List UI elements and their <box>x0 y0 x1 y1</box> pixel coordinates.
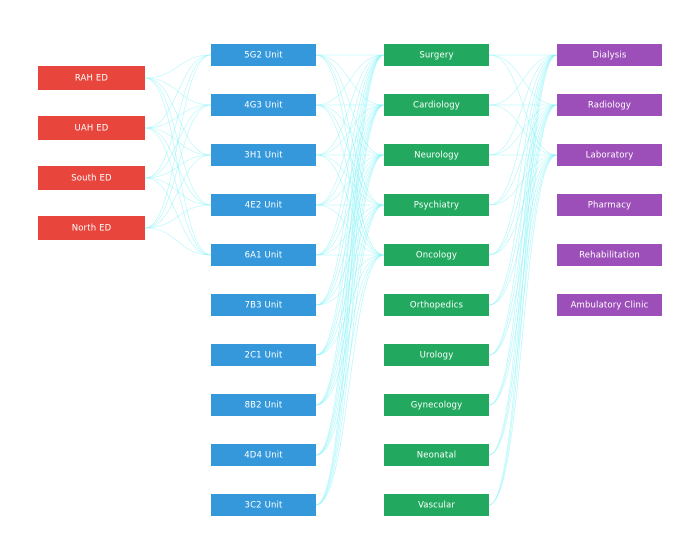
sankey-link[interactable] <box>315 54 385 156</box>
sankey-node-3c2[interactable]: 3C2 Unit <box>211 494 316 516</box>
sankey-link[interactable] <box>144 104 212 229</box>
sankey-link[interactable] <box>315 54 385 306</box>
sankey-link[interactable] <box>315 54 385 106</box>
sankey-node-south-ed[interactable]: South ED <box>38 166 145 190</box>
node-rect-3c2[interactable] <box>211 494 316 516</box>
sankey-node-radiology[interactable]: Radiology <box>557 94 662 116</box>
node-rect-6a1[interactable] <box>211 244 316 266</box>
sankey-link[interactable] <box>488 54 558 206</box>
node-rect-4e2[interactable] <box>211 194 316 216</box>
sankey-link[interactable] <box>144 54 212 129</box>
node-rect-8b2[interactable] <box>211 394 316 416</box>
sankey-node-dialysis[interactable]: Dialysis <box>557 44 662 66</box>
sankey-link[interactable] <box>488 54 558 306</box>
sankey-node-north-ed[interactable]: North ED <box>38 216 145 240</box>
node-rect-2c1[interactable] <box>211 344 316 366</box>
sankey-column-ancillary-services: DialysisRadiologyLaboratoryPharmacyRehab… <box>557 44 662 316</box>
sankey-link[interactable] <box>315 104 385 506</box>
node-rect-oncology[interactable] <box>384 244 489 266</box>
sankey-link[interactable] <box>488 54 558 456</box>
node-rect-orthopedics[interactable] <box>384 294 489 316</box>
sankey-column-inpatient-units: 5G2 Unit 4G3 Unit 3H1 Unit 4E2 Unit 6A1 Unit… <box>211 44 316 516</box>
sankey-node-gynecology[interactable]: Gynecology <box>384 394 489 416</box>
sankey-link[interactable] <box>315 154 385 506</box>
sankey-node-urology[interactable]: Urology <box>384 344 489 366</box>
node-rect-north-ed[interactable] <box>38 216 145 240</box>
sankey-link[interactable] <box>488 154 558 506</box>
node-rect-rehabilitation[interactable] <box>557 244 662 266</box>
node-rect-cardiology[interactable] <box>384 94 489 116</box>
sankey-node-psychiatry[interactable]: Psychiatry <box>384 194 489 216</box>
sankey-link[interactable] <box>488 54 558 506</box>
node-rect-laboratory[interactable] <box>557 144 662 166</box>
sankey-link[interactable] <box>315 54 385 506</box>
node-rect-ambulatory-clinic[interactable] <box>557 294 662 316</box>
sankey-node-pharmacy[interactable]: Pharmacy <box>557 194 662 216</box>
sankey-link[interactable] <box>315 54 385 406</box>
node-rect-pharmacy[interactable] <box>557 194 662 216</box>
sankey-node-rah-ed[interactable]: RAH ED <box>38 66 145 90</box>
sankey-link[interactable] <box>488 54 558 256</box>
sankey-link[interactable] <box>144 54 212 229</box>
sankey-link[interactable] <box>488 54 558 156</box>
node-rect-4g3[interactable] <box>211 94 316 116</box>
node-rect-vascular[interactable] <box>384 494 489 516</box>
node-rect-dialysis[interactable] <box>557 44 662 66</box>
sankey-node-orthopedics[interactable]: Orthopedics <box>384 294 489 316</box>
sankey-node-3h1[interactable]: 3H1 Unit <box>211 144 316 166</box>
sankey-node-neurology[interactable]: Neurology <box>384 144 489 166</box>
node-rect-urology[interactable] <box>384 344 489 366</box>
node-rect-4d4[interactable] <box>211 444 316 466</box>
sankey-node-5g2[interactable]: 5G2 Unit <box>211 44 316 66</box>
sankey-link[interactable] <box>488 54 558 106</box>
sankey-link[interactable] <box>488 54 558 356</box>
node-rect-neonatal[interactable] <box>384 444 489 466</box>
sankey-node-neonatal[interactable]: Neonatal <box>384 444 489 466</box>
sankey-link[interactable] <box>315 54 385 256</box>
sankey-link[interactable] <box>315 54 385 356</box>
sankey-node-cardiology[interactable]: Cardiology <box>384 94 489 116</box>
sankey-node-rehabilitation[interactable]: Rehabilitation <box>557 244 662 266</box>
node-rect-3h1[interactable] <box>211 144 316 166</box>
sankey-column-emergency-departments: RAH ED UAH ED South ED North ED <box>38 66 145 240</box>
sankey-link[interactable] <box>144 54 212 179</box>
sankey-link[interactable] <box>144 154 212 229</box>
node-rect-south-ed[interactable] <box>38 166 145 190</box>
sankey-node-laboratory[interactable]: Laboratory <box>557 144 662 166</box>
node-rect-5g2[interactable] <box>211 44 316 66</box>
sankey-link[interactable] <box>488 54 558 406</box>
node-rect-rah-ed[interactable] <box>38 66 145 90</box>
node-rect-neurology[interactable] <box>384 144 489 166</box>
sankey-node-vascular[interactable]: Vascular <box>384 494 489 516</box>
sankey-node-7b3[interactable]: 7B3 Unit <box>211 294 316 316</box>
sankey-link[interactable] <box>144 204 212 229</box>
sankey-link[interactable] <box>315 54 385 456</box>
sankey-node-4d4[interactable]: 4D4 Unit <box>211 444 316 466</box>
node-rect-radiology[interactable] <box>557 94 662 116</box>
sankey-node-oncology[interactable]: Oncology <box>384 244 489 266</box>
node-rect-7b3[interactable] <box>211 294 316 316</box>
node-rect-uah-ed[interactable] <box>38 116 145 140</box>
sankey-link[interactable] <box>488 104 558 506</box>
sankey-node-6a1[interactable]: 6A1 Unit <box>211 244 316 266</box>
sankey-node-4g3[interactable]: 4G3 Unit <box>211 94 316 116</box>
node-rect-gynecology[interactable] <box>384 394 489 416</box>
sankey-node-surgery[interactable]: Surgery <box>384 44 489 66</box>
sankey-link[interactable] <box>315 204 385 506</box>
sankey-link[interactable] <box>315 254 385 506</box>
sankey-column-specialties: SurgeryCardiologyNeurologyPsychiatryOnco… <box>384 44 489 516</box>
sankey-node-4e2[interactable]: 4E2 Unit <box>211 194 316 216</box>
node-rect-psychiatry[interactable] <box>384 194 489 216</box>
sankey-link[interactable] <box>144 227 212 256</box>
sankey-node-uah-ed[interactable]: UAH ED <box>38 116 145 140</box>
node-rect-surgery[interactable] <box>384 44 489 66</box>
sankey-node-8b2[interactable]: 8B2 Unit <box>211 394 316 416</box>
sankey-link[interactable] <box>315 54 385 206</box>
sankey-link[interactable] <box>144 54 212 79</box>
sankey-links-layer <box>144 54 558 506</box>
sankey-node-2c1[interactable]: 2C1 Unit <box>211 344 316 366</box>
sankey-node-ambulatory-clinic[interactable]: Ambulatory Clinic <box>557 294 662 316</box>
